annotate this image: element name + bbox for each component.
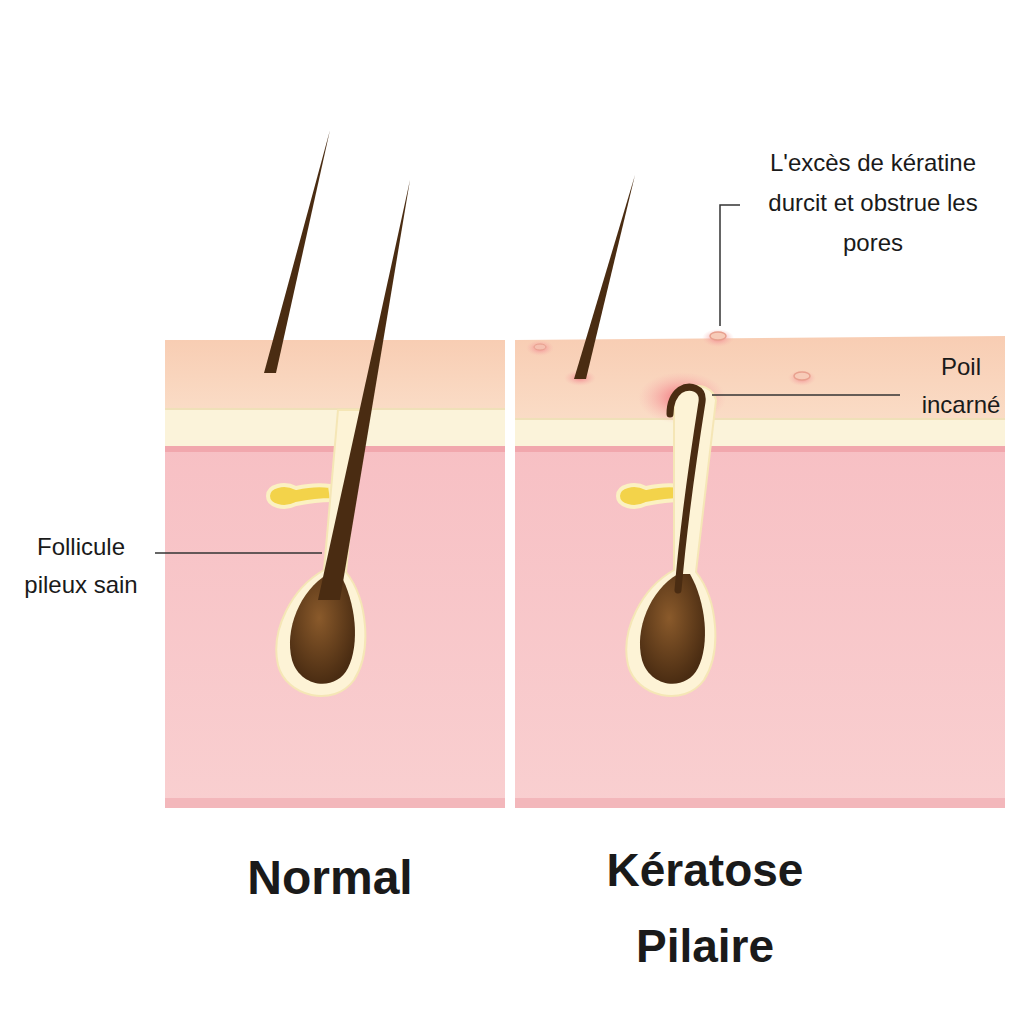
- keratin-leader: [720, 205, 740, 326]
- keratosis-skin-block: [515, 175, 1005, 808]
- leader-lines: [155, 205, 900, 553]
- callout-label: Follicule pileux sain: [6, 528, 156, 604]
- callout-label: Poil incarné: [905, 348, 1017, 424]
- ingrown-leader: [712, 394, 900, 396]
- panel-caption: Normal: [180, 848, 480, 908]
- callout-label: L'excès de kératine durcit et obstrue le…: [742, 143, 1004, 263]
- follicle-leader: [155, 552, 322, 554]
- panel-caption: Kératose Pilaire: [545, 832, 865, 984]
- normal-skin-block: [165, 130, 505, 808]
